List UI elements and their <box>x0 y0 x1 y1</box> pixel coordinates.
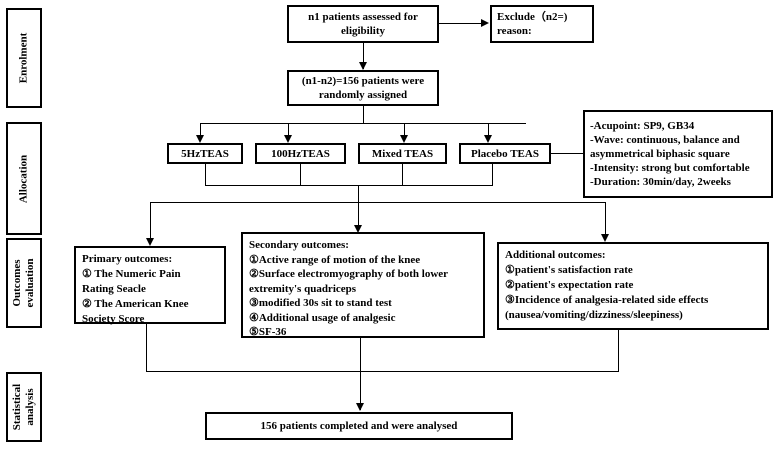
arrow-drop-100hz <box>284 135 292 143</box>
node-excluded-text: Exclude（n2=) reason: <box>497 11 568 37</box>
connector-merge-placebo <box>492 164 493 185</box>
stage-label-allocation-text: Allocation <box>17 154 30 203</box>
node-assessed-for-eligibility-text: n1 patients assessed for eligibility <box>308 11 418 37</box>
connector-drop-secondary-outcomes <box>358 202 359 231</box>
connector-merge-bar <box>205 185 493 186</box>
arrow-drop-placebo <box>484 135 492 143</box>
node-excluded: Exclude（n2=) reason: <box>490 5 594 43</box>
arrow-drop-mixed <box>400 135 408 143</box>
node-arm-placebo-teas: Placebo TEAS <box>459 143 551 164</box>
node-intervention-parameters: -Acupoint: SP9, GB34 -Wave: continuous, … <box>583 110 773 198</box>
stage-label-enrolment-text: Enrolment <box>17 32 30 84</box>
node-primary-outcomes: Primary outcomes: ① The Numeric Pain Rat… <box>74 246 226 325</box>
node-arm-mixed-teas: Mixed TEAS <box>358 143 447 164</box>
connector-merge-additional <box>618 330 619 371</box>
connector-drop-mixed <box>404 123 405 140</box>
stage-label-statistical-analysis-text: Statistical analysis <box>11 383 36 431</box>
arrow-drop-5hz <box>196 135 204 143</box>
arrow-assessed-to-randomized <box>359 62 367 70</box>
node-intervention-parameters-text: -Acupoint: SP9, GB34 -Wave: continuous, … <box>590 120 750 188</box>
arrow-assessed-to-excluded <box>481 19 489 27</box>
connector-analysis-merge-bar <box>146 371 619 372</box>
node-secondary-outcomes-text: Secondary outcomes: ①Active range of mot… <box>249 239 449 338</box>
arrow-drop-secondary-outcomes <box>354 225 362 233</box>
connector-outcomes-bar <box>150 202 605 203</box>
connector-assessed-to-randomized <box>363 43 364 69</box>
node-randomized-text: (n1-n2)=156 patients were randomly assig… <box>301 75 425 101</box>
arrow-drop-primary-outcomes <box>146 238 154 246</box>
connector-merged-stem <box>358 185 359 202</box>
node-analysed-text: 156 patients completed and were analysed <box>260 420 458 432</box>
stage-label-enrolment: Enrolment <box>6 8 42 108</box>
connector-merge-100hz <box>300 164 301 185</box>
node-arm-100hz-teas-text: 100HzTEAS <box>271 147 330 160</box>
connector-drop-placebo <box>488 123 489 140</box>
connector-allocation-bar <box>200 123 526 124</box>
stage-label-outcomes-evaluation: Outcomes evaluation <box>6 238 42 328</box>
node-arm-placebo-teas-text: Placebo TEAS <box>471 147 539 160</box>
stage-label-outcomes-evaluation-text: Outcomes evaluation <box>11 258 36 308</box>
node-arm-5hz-teas-text: 5HzTEAS <box>181 147 229 160</box>
node-additional-outcomes-text: Additional outcomes: ①patient's satisfac… <box>505 249 709 321</box>
connector-placebo-to-intervention <box>551 153 583 154</box>
arrow-final <box>356 403 364 411</box>
connector-drop-5hz <box>200 123 201 140</box>
node-analysed: 156 patients completed and were analysed <box>205 412 513 440</box>
arrow-drop-additional-outcomes <box>601 234 609 242</box>
node-assessed-for-eligibility: n1 patients assessed for eligibility <box>287 5 439 43</box>
connector-merge-primary <box>146 324 147 371</box>
node-randomized: (n1-n2)=156 patients were randomly assig… <box>287 70 439 106</box>
node-primary-outcomes-text: Primary outcomes: ① The Numeric Pain Rat… <box>82 253 189 325</box>
connector-randomized-stem <box>363 106 364 123</box>
connector-assessed-to-excluded <box>439 23 482 24</box>
connector-merge-5hz <box>205 164 206 185</box>
node-additional-outcomes: Additional outcomes: ①patient's satisfac… <box>497 242 769 330</box>
connector-merge-mixed <box>402 164 403 185</box>
node-arm-5hz-teas: 5HzTEAS <box>167 143 243 164</box>
node-arm-100hz-teas: 100HzTEAS <box>255 143 346 164</box>
connector-drop-primary-outcomes <box>150 202 151 244</box>
connector-final-stem <box>360 371 361 410</box>
connector-drop-100hz <box>288 123 289 140</box>
node-secondary-outcomes: Secondary outcomes: ①Active range of mot… <box>241 232 485 338</box>
connector-drop-additional-outcomes <box>605 202 606 240</box>
connector-merge-secondary <box>360 338 361 371</box>
node-arm-mixed-teas-text: Mixed TEAS <box>371 147 434 160</box>
stage-label-allocation: Allocation <box>6 122 42 235</box>
stage-label-statistical-analysis: Statistical analysis <box>6 372 42 442</box>
